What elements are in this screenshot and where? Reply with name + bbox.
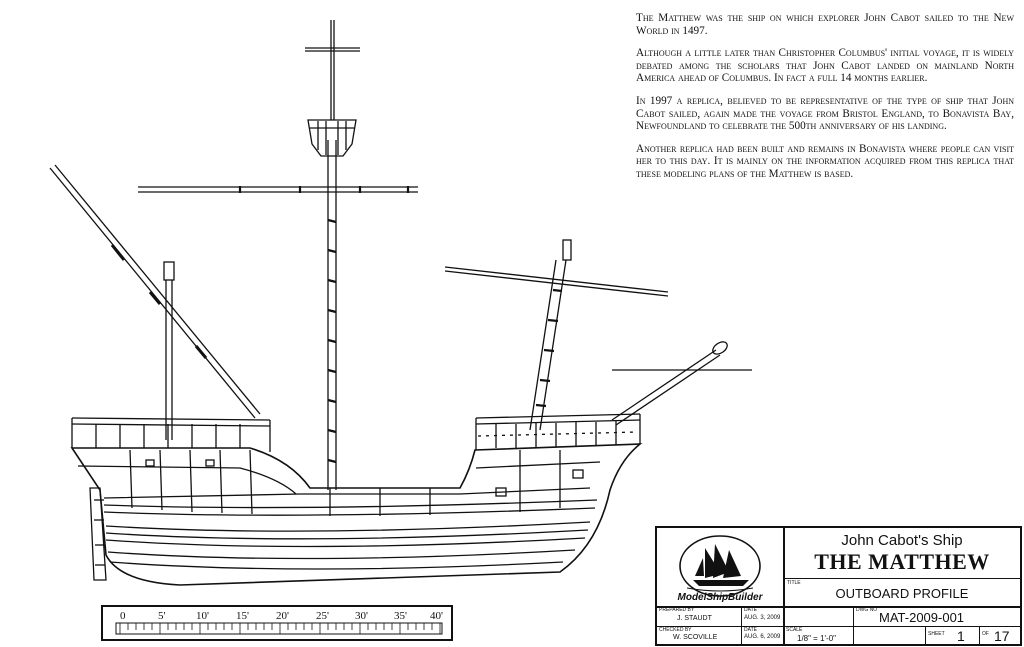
note-paragraph: Another replica had been built and remai… (636, 142, 1014, 180)
logo-ship-icon (679, 535, 761, 597)
scale-label-30: 30' (355, 610, 368, 622)
prepared-date-label: DATE (744, 607, 757, 613)
scale-bar (101, 605, 453, 641)
history-notes: The Matthew was the ship on which explor… (636, 12, 1014, 191)
sheet-label: SHEET (928, 631, 945, 637)
prepared-date: AUG. 3, 2009 (744, 615, 781, 621)
scale-label: SCALE (786, 627, 803, 633)
note-paragraph: Although a little later than Christopher… (636, 47, 1014, 85)
main-mast (138, 20, 418, 490)
scale-label-0: 0 (120, 610, 126, 622)
checked-by: W. SCOVILLE (673, 634, 718, 641)
scale-label-10: 10' (196, 610, 209, 622)
hull (70, 443, 643, 586)
prepared-label: PREPARED BY (659, 607, 695, 613)
scale-label-25: 25' (316, 610, 329, 622)
ship-subtitle: John Cabot's Ship (841, 532, 963, 549)
bowsprit (611, 341, 752, 426)
ship-title: THE MATTHEW (814, 549, 990, 574)
drawing-title: OUTBOARD PROFILE (835, 586, 969, 601)
scale-value: 1/8" = 1'-0" (797, 634, 837, 643)
sheet-number: 1 (957, 628, 965, 644)
checked-date-label: DATE (744, 627, 757, 633)
title-label: TITLE (787, 580, 801, 586)
prepared-by: J. STAUDT (677, 615, 712, 622)
of-label: OF (982, 631, 989, 637)
scale-label-5: 5' (158, 610, 166, 622)
logo-cell: ModelShipBuilder (657, 528, 783, 606)
scale-label-40: 40' (430, 610, 443, 622)
sheet-total: 17 (994, 628, 1010, 644)
scale-label-35: 35' (394, 610, 407, 622)
checked-date: AUG. 6, 2009 (744, 634, 781, 640)
fore-mast (444, 239, 669, 431)
note-paragraph: In 1997 a replica, believed to be repres… (636, 94, 1014, 133)
mizzen-mast (49, 164, 261, 440)
title-block: ModelShipBuilder John Cabot's Ship THE M… (655, 526, 1022, 646)
scale-label-15: 15' (236, 610, 249, 622)
dwg-no-label: DWG NO (856, 607, 878, 613)
checked-label: CHECKED BY (659, 627, 692, 633)
note-paragraph: The Matthew was the ship on which explor… (636, 12, 1014, 37)
aft-castle (71, 417, 271, 452)
dwg-no: MAT-2009-001 (879, 610, 965, 625)
mast-bands (238, 186, 410, 464)
logo-text: ModelShipBuilder (677, 592, 763, 603)
scale-label-20: 20' (276, 610, 289, 622)
fore-castle (475, 413, 641, 450)
